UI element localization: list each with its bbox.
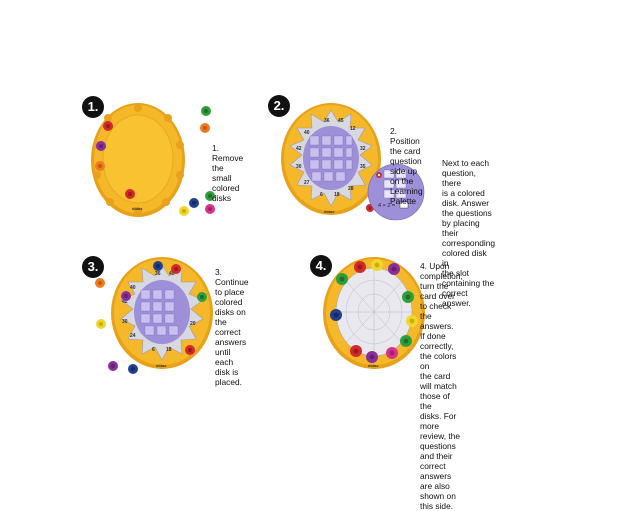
svg-text:30: 30 (122, 319, 128, 325)
svg-text:6: 6 (320, 192, 323, 198)
svg-text:18: 18 (334, 192, 340, 198)
svg-text:24: 24 (130, 333, 136, 339)
svg-text:32: 32 (360, 146, 366, 152)
loose-disks-3 (95, 278, 138, 374)
magnifier-detail: 4 × 2 = (366, 163, 425, 221)
svg-text:42: 42 (296, 146, 302, 152)
learning-palette-empty: didax (91, 103, 185, 217)
step-1-number: 1. (82, 96, 104, 118)
svg-text:20: 20 (190, 321, 196, 327)
step-2-note: Next to each question, there is a colore… (442, 158, 496, 308)
svg-text:35: 35 (360, 164, 366, 170)
svg-text:6: 6 (152, 347, 155, 353)
step-4-number: 4. (310, 255, 332, 277)
loose-disks-1 (179, 106, 215, 216)
step-2-caption: 2. Position the card question side up on… (390, 126, 423, 206)
learning-palette-partially-filled: 36 45 40 42 30 20 24 6 18 didax (111, 257, 213, 369)
step-2-number: 2. (268, 95, 290, 117)
svg-text:28: 28 (348, 186, 354, 192)
svg-text:42: 42 (122, 299, 128, 305)
svg-text:18: 18 (166, 347, 172, 353)
svg-text:36: 36 (324, 118, 330, 124)
magnifier-equation: 4 × 2 = (378, 203, 395, 209)
step-4-caption: 4. Upon completion, turn the card over t… (420, 261, 463, 511)
learning-palette-completed: didax (323, 257, 425, 369)
svg-text:27: 27 (304, 180, 310, 186)
step-3-number: 3. (82, 256, 104, 278)
svg-text:12: 12 (350, 126, 356, 132)
svg-text:30: 30 (296, 164, 302, 170)
learning-palette-with-card: 36 45 12 40 42 32 30 35 27 6 18 28 didax (281, 103, 381, 215)
svg-text:40: 40 (304, 130, 310, 136)
brand-text-1: didax (132, 206, 143, 211)
svg-text:36: 36 (155, 271, 161, 277)
svg-text:40: 40 (130, 285, 136, 291)
svg-text:45: 45 (338, 118, 344, 124)
svg-text:45: 45 (169, 271, 175, 277)
brand-text-2: didax (324, 209, 335, 214)
brand-text-3: didax (156, 363, 167, 368)
brand-text-4: didax (368, 363, 379, 368)
step-3-caption: 3. Continue to place colored disks on th… (215, 267, 249, 387)
step-1-caption: 1. Remove the small colored disks (212, 143, 244, 203)
